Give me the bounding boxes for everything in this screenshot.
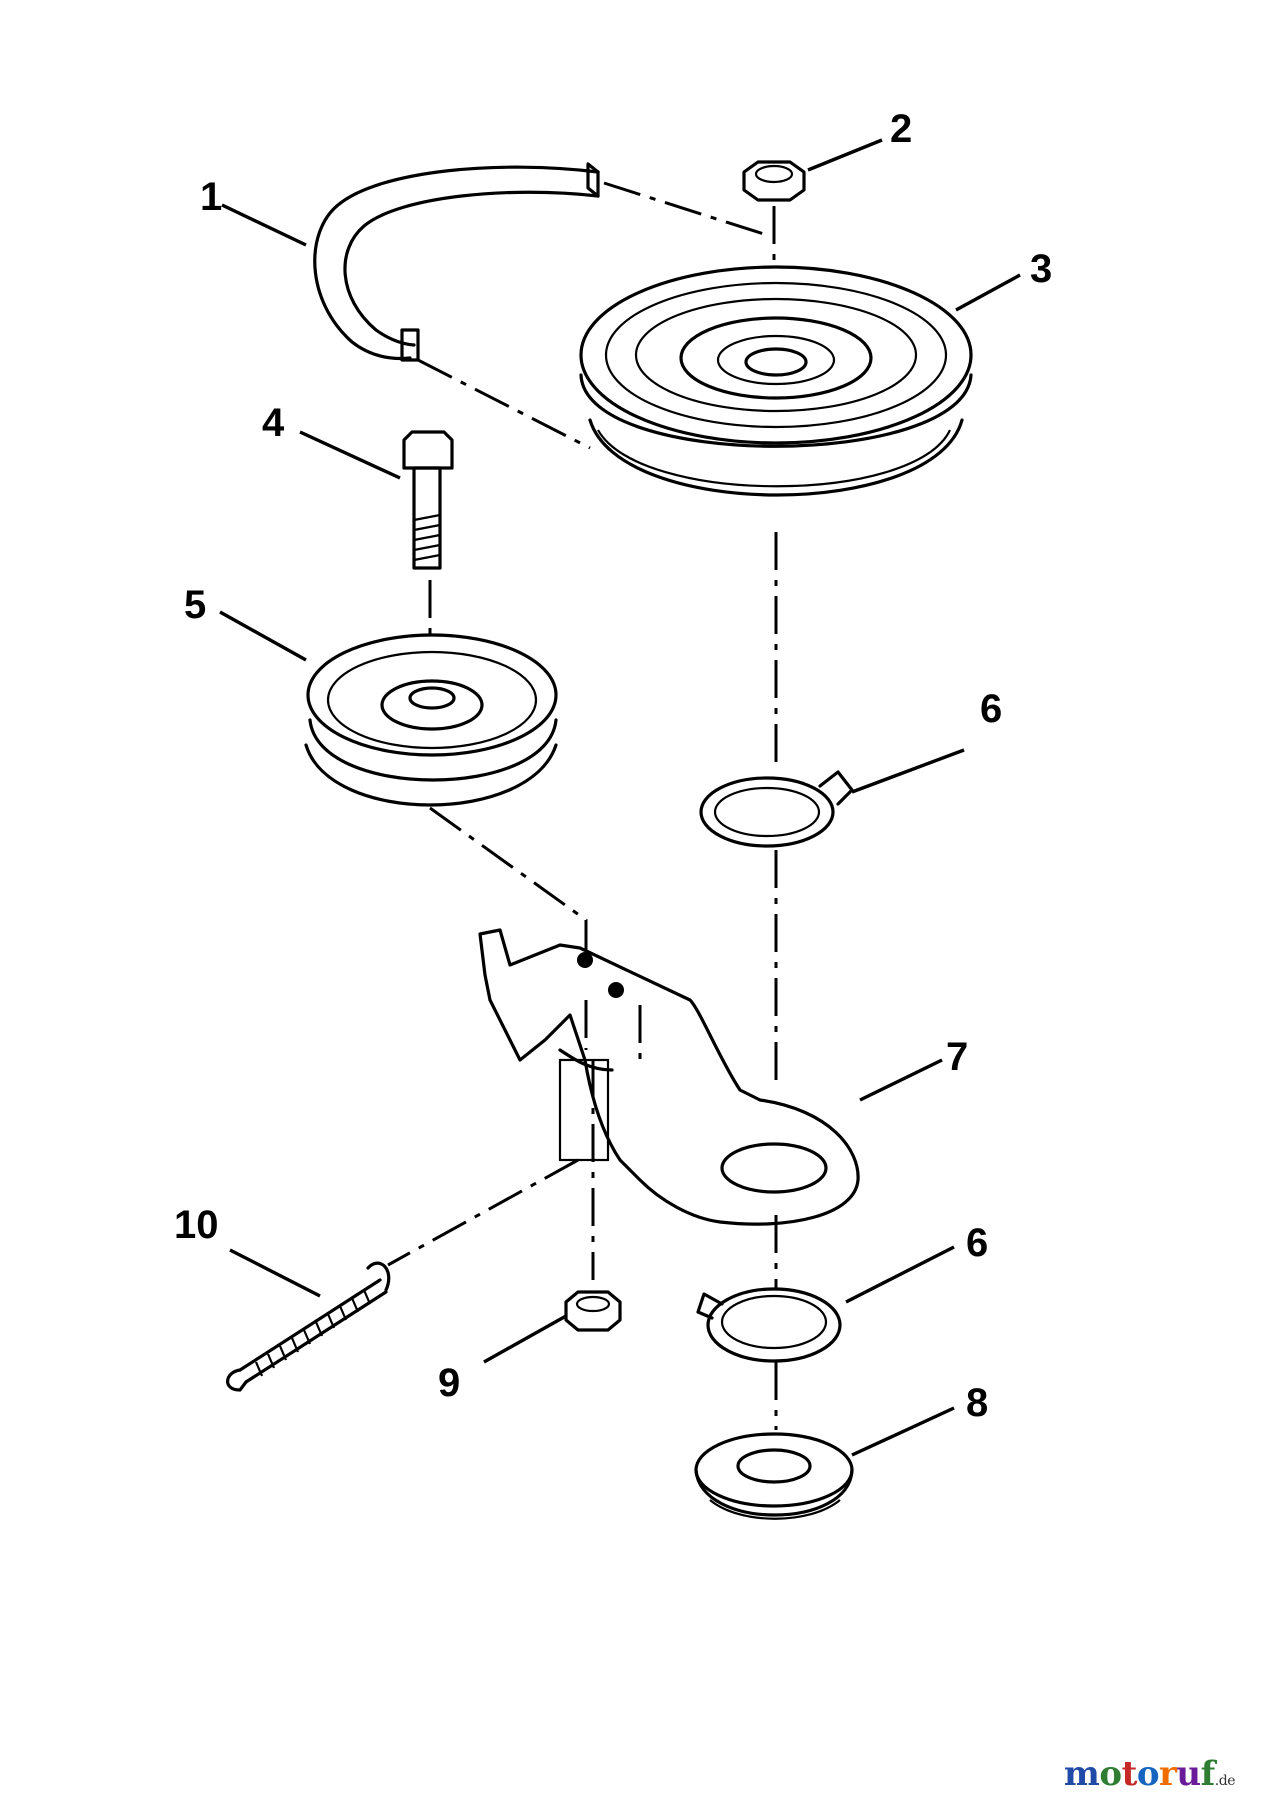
watermark-suffix: .de bbox=[1214, 1773, 1236, 1789]
belt-guide-part bbox=[313, 162, 600, 362]
callout-6-upper: 6 bbox=[980, 687, 1002, 731]
bushing-part bbox=[694, 1432, 854, 1520]
idler-arm-part bbox=[478, 928, 860, 1226]
bolt-part bbox=[402, 430, 454, 570]
callout-6-lower: 6 bbox=[966, 1221, 988, 1265]
spring-part bbox=[226, 1261, 391, 1392]
nut-lower-part bbox=[564, 1290, 622, 1332]
callout-2: 2 bbox=[890, 107, 912, 151]
callout-10: 10 bbox=[174, 1203, 219, 1247]
watermark-text: motoruf bbox=[1063, 1754, 1215, 1794]
large-pulley-part bbox=[579, 265, 973, 497]
callout-8: 8 bbox=[966, 1381, 988, 1425]
callout-5: 5 bbox=[184, 583, 206, 627]
assembly-lines bbox=[387, 181, 778, 1430]
callout-7: 7 bbox=[946, 1035, 968, 1079]
idler-pulley-part bbox=[304, 633, 558, 807]
watermark-logo: motoruf.de bbox=[1063, 1754, 1236, 1794]
retaining-ring-lower-part bbox=[696, 1287, 842, 1363]
callout-leaders bbox=[219, 138, 1021, 1457]
retaining-ring-upper-part bbox=[699, 770, 854, 848]
nut-top-part bbox=[742, 160, 806, 202]
callout-1: 1 bbox=[200, 175, 222, 219]
callout-4: 4 bbox=[262, 401, 285, 445]
callout-9: 9 bbox=[438, 1361, 460, 1405]
callout-3: 3 bbox=[1030, 247, 1052, 291]
callout-labels: 1 2 3 4 5 6 7 6 8 9 10 bbox=[174, 107, 1052, 1425]
